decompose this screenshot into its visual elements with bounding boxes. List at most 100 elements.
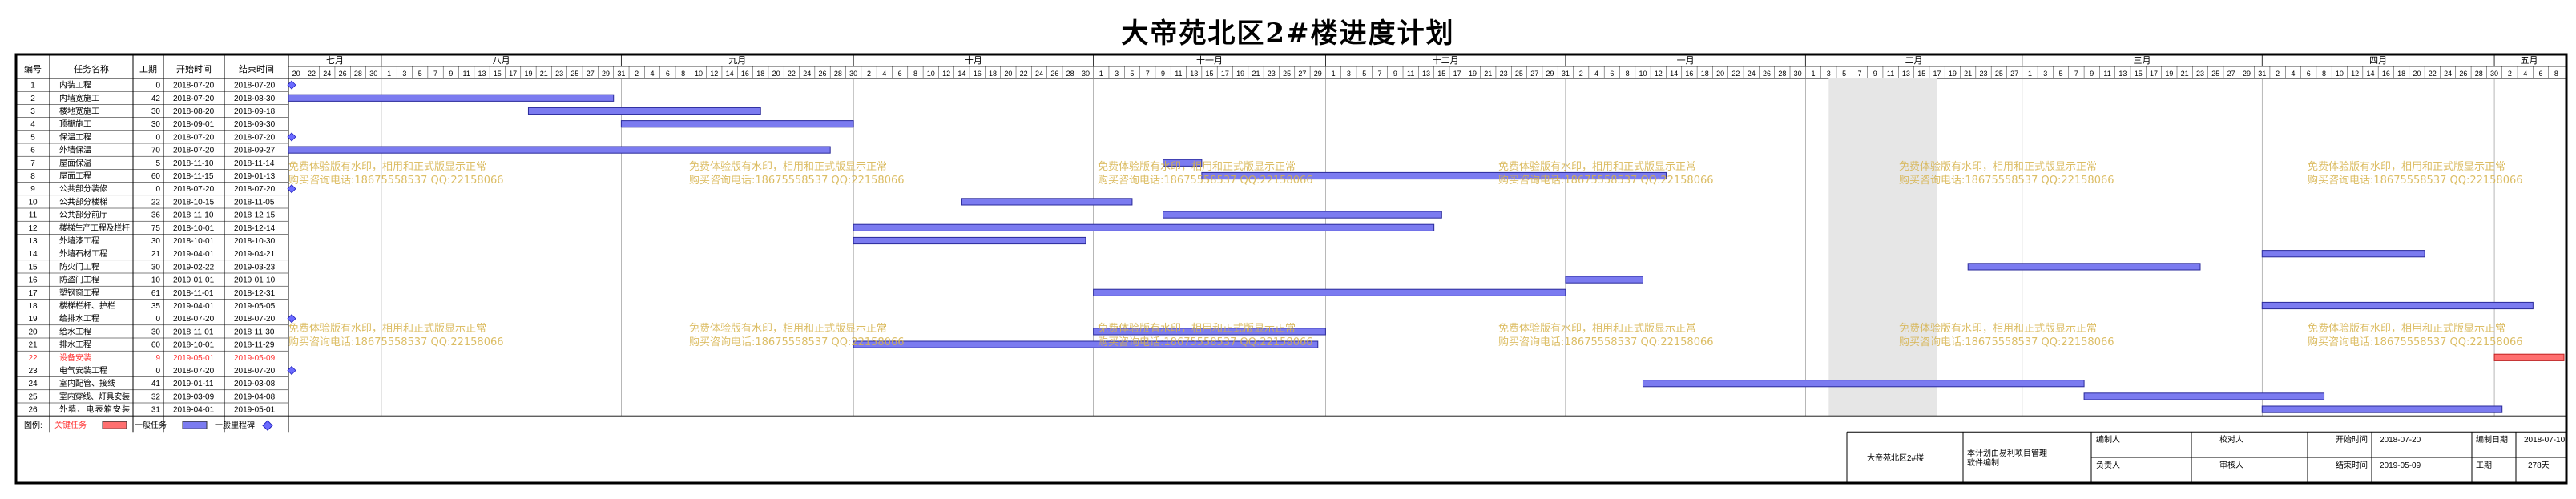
day-label: 27 xyxy=(2010,70,2018,78)
task-name: 电气安装工程 xyxy=(59,365,107,376)
watermark-line: 免费体验版有水印，相用和正式版显示正常 xyxy=(1498,161,1697,173)
day-label: 2 xyxy=(2508,70,2512,78)
footer-start-label: 开始时间 xyxy=(2336,434,2368,445)
day-label: 25 xyxy=(570,70,578,78)
task-duration: 70 xyxy=(151,147,161,155)
watermark-line: 购买咨询电话:18675558537 QQ:22158066 xyxy=(288,175,504,187)
task-bar xyxy=(961,198,1133,206)
task-start: 2019-04-01 xyxy=(173,302,215,311)
task-bar xyxy=(288,146,831,154)
task-name: 排水工程 xyxy=(59,340,91,350)
task-end: 2018-07-20 xyxy=(234,315,276,324)
task-id: 11 xyxy=(29,211,38,220)
day-label: 29 xyxy=(2243,70,2251,78)
task-id: 20 xyxy=(28,328,38,336)
day-label: 23 xyxy=(555,70,563,78)
holiday-shade xyxy=(1828,78,1937,417)
day-label: 7 xyxy=(1378,70,1382,78)
day-label: 17 xyxy=(1221,70,1229,78)
task-end: 2018-12-15 xyxy=(234,211,276,220)
day-label: 23 xyxy=(2196,70,2204,78)
task-duration: 0 xyxy=(155,133,160,142)
day-label: 26 xyxy=(339,70,347,78)
day-label: 14 xyxy=(957,70,965,78)
day-label: 23 xyxy=(1500,70,1508,78)
watermark-line: 购买咨询电话:18675558537 QQ:22158066 xyxy=(2308,175,2523,187)
day-label: 13 xyxy=(478,70,486,78)
day-label: 21 xyxy=(1964,70,1972,78)
watermark: 免费体验版有水印，相用和正式版显示正常购买咨询电话:18675558537 QQ… xyxy=(288,160,504,187)
month-label: 八月 xyxy=(493,56,510,66)
task-duration: 9 xyxy=(155,354,160,363)
day-label: 17 xyxy=(2150,70,2158,78)
watermark-line: 免费体验版有水印，相用和正式版显示正常 xyxy=(1098,161,1296,173)
watermark-line: 免费体验版有水印，相用和正式版显示正常 xyxy=(1899,161,2098,173)
day-label: 8 xyxy=(913,70,917,78)
task-id: 14 xyxy=(28,250,38,259)
watermark: 免费体验版有水印，相用和正式版显示正常购买咨询电话:18675558537 QQ… xyxy=(1098,322,1313,349)
task-name: 楼地宽施工 xyxy=(59,106,99,116)
legend-label: 一般任务 xyxy=(135,420,167,430)
task-name: 楼梯生产工程及栏杆 xyxy=(59,223,130,233)
legend-swatch xyxy=(182,421,208,429)
task-duration: 0 xyxy=(155,315,160,324)
task-end: 2018-09-18 xyxy=(234,107,276,116)
day-label: 23 xyxy=(1268,70,1276,78)
task-start: 2019-02-22 xyxy=(173,263,215,272)
task-duration: 30 xyxy=(151,120,161,129)
task-end: 2019-04-08 xyxy=(234,392,276,401)
task-name: 塑钢窗工程 xyxy=(59,288,99,298)
watermark-line: 免费体验版有水印，相用和正式版显示正常 xyxy=(1498,323,1697,335)
task-end: 2018-07-20 xyxy=(234,185,276,194)
day-label: 20 xyxy=(772,70,780,78)
day-label: 24 xyxy=(803,70,811,78)
day-label: 16 xyxy=(974,70,982,78)
watermark-line: 购买咨询电话:18675558537 QQ:22158066 xyxy=(288,336,504,348)
footer-software-2: 软件编制 xyxy=(1967,457,1999,468)
task-id: 12 xyxy=(28,224,38,233)
task-end: 2018-08-30 xyxy=(234,95,276,103)
watermark: 免费体验版有水印，相用和正式版显示正常购买咨询电话:18675558537 QQ… xyxy=(2308,322,2523,349)
task-bar xyxy=(2261,250,2425,258)
task-start: 2018-07-20 xyxy=(173,82,215,91)
task-id: 21 xyxy=(28,341,38,350)
day-label: 10 xyxy=(1639,70,1647,78)
day-label: 2 xyxy=(2276,70,2280,78)
day-label: 19 xyxy=(524,70,532,78)
footer-software: 本计划由易利项目管理 xyxy=(1967,448,2047,458)
task-name: 给水工程 xyxy=(59,326,91,336)
day-label: 28 xyxy=(834,70,842,78)
watermark-line: 免费体验版有水印，相用和正式版显示正常 xyxy=(288,323,487,335)
watermark: 免费体验版有水印，相用和正式版显示正常购买咨询电话:18675558537 QQ… xyxy=(689,322,905,349)
task-name: 内装工程 xyxy=(59,80,91,91)
task-duration: 60 xyxy=(151,341,161,350)
watermark: 免费体验版有水印，相用和正式版显示正常购买咨询电话:18675558537 QQ… xyxy=(1498,160,1714,187)
task-start: 2018-10-01 xyxy=(173,341,215,350)
task-name: 公共部分前厅 xyxy=(59,210,107,220)
day-label: 4 xyxy=(651,70,655,78)
day-label: 25 xyxy=(2211,70,2219,78)
day-label: 22 xyxy=(1020,70,1028,78)
day-label: 14 xyxy=(2366,70,2374,78)
footer-start-value: 2018-07-20 xyxy=(2380,436,2421,445)
day-label: 19 xyxy=(1469,70,1477,78)
day-label: 15 xyxy=(1917,70,1925,78)
watermark-line: 购买咨询电话:18675558537 QQ:22158066 xyxy=(1098,336,1313,348)
day-label: 27 xyxy=(1298,70,1306,78)
day-label: 26 xyxy=(2459,70,2467,78)
task-id: 17 xyxy=(28,289,38,298)
day-label: 11 xyxy=(1407,70,1414,78)
task-name: 公共部分装修 xyxy=(59,183,107,194)
column-header-name: 任务名称 xyxy=(74,63,109,74)
task-end: 2018-07-20 xyxy=(234,82,276,91)
day-label: 7 xyxy=(2074,70,2078,78)
watermark: 免费体验版有水印，相用和正式版显示正常购买咨询电话:18675558537 QQ… xyxy=(1498,322,1714,349)
legend-label: 一般里程碑 xyxy=(215,420,255,430)
task-duration: 30 xyxy=(151,237,161,246)
task-bar xyxy=(620,120,854,128)
day-label: 16 xyxy=(1685,70,1693,78)
watermark-line: 购买咨询电话:18675558537 QQ:22158066 xyxy=(689,336,905,348)
task-end: 2018-07-20 xyxy=(234,367,276,376)
day-label: 2 xyxy=(1579,70,1583,78)
day-label: 30 xyxy=(1794,70,1802,78)
